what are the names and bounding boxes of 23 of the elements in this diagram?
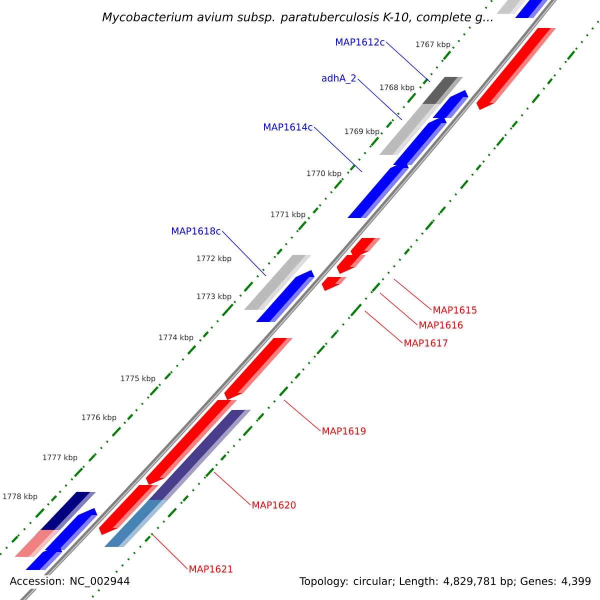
accession-text: Accession: NC_002944 [8, 575, 132, 589]
gene-label: MAP1614c [264, 123, 312, 131]
gene-label: MAP1615 [434, 306, 476, 314]
leader-line [314, 126, 362, 172]
gene-label: adhA_2 [322, 74, 356, 84]
leader-line [214, 472, 251, 506]
leader-line [394, 278, 432, 310]
gene-label: MAP1619 [322, 427, 366, 435]
leader-line [152, 534, 188, 570]
leader-line [284, 400, 321, 432]
leader-line [386, 42, 430, 82]
gene-label: MAP1616 [420, 321, 463, 329]
leader-line [380, 292, 418, 326]
gene-label: MAP1612c [336, 38, 384, 46]
gene-label: MAP1617 [404, 339, 448, 347]
leader-line [222, 230, 266, 276]
leader-line [357, 78, 402, 120]
title: Mycobacterium avium subsp. paratuberculosis K-10, complete g... [100, 10, 496, 26]
leader-line [364, 310, 403, 344]
gene-label: MAP1620 [252, 501, 296, 509]
gene-label: MAP1618c [172, 227, 220, 235]
genome-info-text: Topology: circular; Length: 4,829,781 bp; Genes: 4,399 [298, 575, 593, 589]
gene-label: MAP1621 [190, 565, 232, 573]
